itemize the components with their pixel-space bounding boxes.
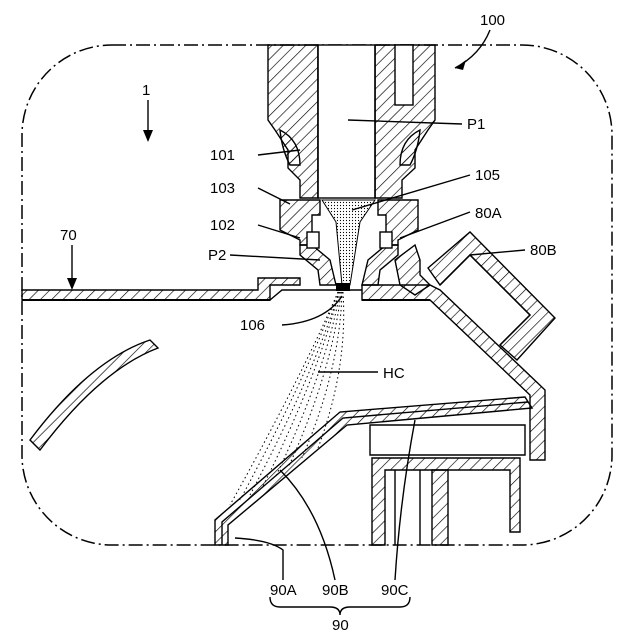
label-100: 100 [480, 12, 505, 29]
arrow-1 [143, 130, 153, 142]
arrow-100 [455, 60, 466, 70]
box-90c [370, 425, 525, 545]
label-80a: 80A [475, 205, 502, 222]
label-p1: P1 [467, 116, 485, 133]
left-baffle [30, 340, 158, 450]
arrow-70 [67, 278, 77, 290]
label-101: 101 [210, 147, 235, 164]
bracket-90 [270, 597, 410, 615]
label-p2: P2 [208, 247, 226, 264]
label-90b: 90B [322, 582, 349, 599]
label-80b: 80B [530, 242, 557, 259]
label-102: 102 [210, 217, 235, 234]
label-103: 103 [210, 180, 235, 197]
label-105: 105 [475, 167, 500, 184]
label-70: 70 [60, 227, 77, 244]
label-1: 1 [142, 82, 150, 99]
label-90: 90 [332, 617, 349, 634]
label-90c: 90C [381, 582, 409, 599]
label-90a: 90A [270, 582, 297, 599]
spray-chamber-outline [270, 290, 362, 300]
label-106: 106 [240, 317, 265, 334]
label-hc: HC [383, 365, 405, 382]
